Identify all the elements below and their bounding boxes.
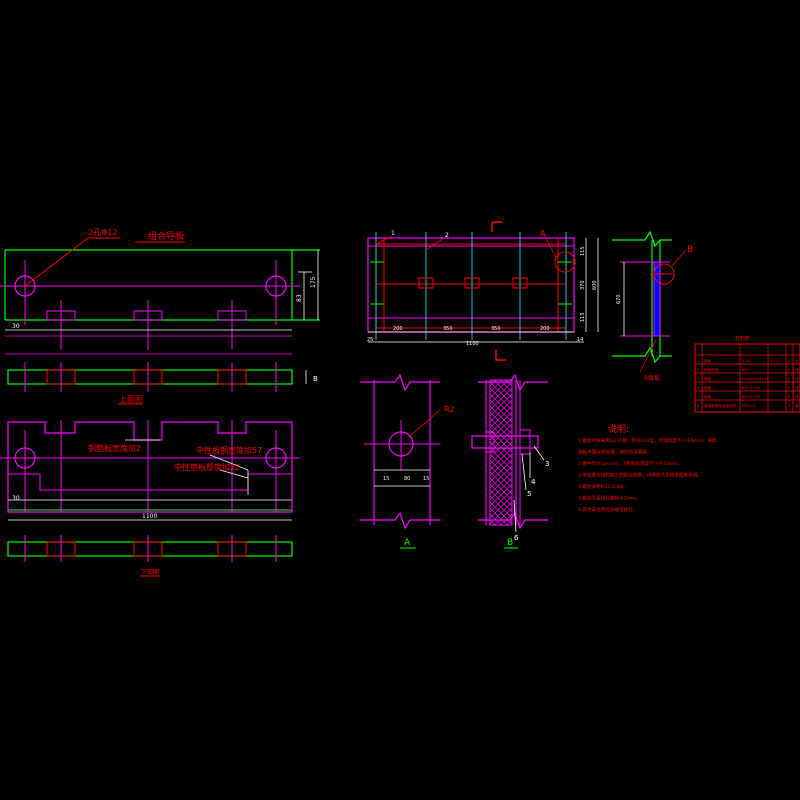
table-cell: 5: [697, 395, 699, 399]
table-cell: M20x70: [742, 404, 757, 408]
table-cell: 600 δ=10: [742, 395, 760, 399]
table-cell: 高强度螺栓连接组件: [704, 403, 737, 408]
callout-6: 6: [514, 534, 519, 542]
dim-right-small: 14: [577, 337, 583, 343]
dim-r1: 115: [580, 246, 586, 256]
left-bottom-plate-view: [0, 420, 300, 521]
table-cell: 3: [697, 377, 699, 381]
table-cell: 块: [795, 394, 799, 399]
callout-3: 3: [545, 460, 549, 468]
table-cell: 1200: [742, 359, 752, 363]
section-mark: B: [313, 375, 318, 383]
callout-1: 1: [391, 230, 395, 237]
table-cell: 钢板: [704, 376, 712, 381]
dim-a3: 15: [423, 476, 429, 482]
dim-total-bottom-view: 1100: [142, 513, 157, 520]
dim-b3: 350: [491, 326, 501, 332]
dim-left-bottom: 30: [12, 323, 20, 330]
note-2: 中性板钢宽度加57: [196, 445, 262, 455]
callout-2: 2: [445, 232, 449, 239]
top-section-strip: [7, 362, 307, 405]
label-b-plate: B级板: [644, 374, 660, 382]
detail-a-label: A: [404, 538, 411, 548]
table-cell: 钢板: [704, 385, 712, 390]
dim-r-total: 600: [592, 280, 598, 290]
dim-r3: 115: [580, 312, 586, 322]
callout-hole-text: 2孔Φ12: [88, 228, 118, 237]
note-line: 6.其余未注明处按规范执行。: [578, 506, 638, 513]
dim-right-view: 670: [616, 294, 622, 304]
dim-right-outer: 175: [310, 276, 317, 288]
callout-b: B: [687, 245, 693, 255]
callout-4: 4: [531, 478, 536, 486]
table-cell: 块: [795, 376, 799, 381]
dim-r2: 370: [580, 280, 586, 290]
note-line: 5.螺栓孔直径比螺栓大2mm。: [578, 495, 640, 502]
table-cell: 2000x50 δ=10: [742, 377, 769, 381]
table-cell: 6: [697, 404, 700, 408]
dim-left-bottom-view: 30: [12, 495, 20, 502]
bottom-view-label: 下面图: [141, 569, 159, 576]
table-cell: 钢板垫板: [704, 367, 719, 372]
bottom-section-strip: [7, 535, 293, 577]
note-line: 4.螺栓采用M12.8.8级。: [578, 483, 629, 490]
dim-b2: 350: [443, 326, 453, 332]
detail-a-view: [360, 373, 441, 549]
note-3: 中性垫板厚度加22: [174, 462, 240, 472]
table-cell: 块: [795, 358, 799, 363]
dim-a1: 15: [383, 476, 389, 482]
detail-b-label: B: [507, 538, 513, 548]
table-cell: δ=10: [770, 359, 780, 363]
table-cell: 4: [697, 386, 700, 390]
table-cell: 钢板: [704, 358, 712, 363]
note-1: 钢垫板宽度加2: [88, 443, 141, 453]
dim-left-small: 25: [367, 337, 373, 343]
note-line: 1.钢板材质采用Q235钢，焊条E43型，焊缝高度不小于6mm，满焊。: [578, 437, 721, 444]
dim-right-inner: 83: [296, 294, 303, 302]
dim-b4: 200: [540, 326, 550, 332]
note-line: 钢板表面除锈处理，刷防锈漆两遍。: [578, 449, 652, 456]
table-cell: 1: [788, 368, 790, 372]
dim-b1: 200: [393, 326, 403, 332]
detail-b-view: [471, 373, 548, 549]
table-title: 材料表: [735, 335, 750, 342]
notes-lines: 1.钢板材质采用Q235钢，焊条E43型，焊缝高度不小于6mm，满焊。 钢板表面…: [578, 437, 721, 513]
table-cell: 块: [795, 367, 799, 372]
view-title: 组合导板: [148, 230, 184, 242]
table-cell: 600: [742, 368, 750, 372]
table-cell: 块: [795, 385, 799, 390]
left-top-plate-view: [0, 237, 320, 355]
middle-elevation-view: [367, 221, 599, 361]
top-view-label: 上面图: [119, 395, 143, 404]
table-cell: 钢板: [704, 394, 712, 399]
note-line: 2.图中尺寸以mm计，T形钢板厚度不小于10mm。: [578, 460, 682, 467]
table-cell: 4: [788, 395, 791, 399]
table-cell: 1: [697, 359, 699, 363]
dim-total-mid: 1100: [466, 341, 479, 347]
notes-title: 说明:: [608, 423, 629, 435]
table-cell: 4: [788, 377, 791, 381]
dim-a2: 80: [404, 476, 410, 482]
table-cell: 1: [788, 359, 790, 363]
callout-5: 5: [527, 490, 531, 498]
table-cell: 套: [795, 403, 799, 408]
material-table: [694, 343, 800, 413]
table-cell: 4: [788, 404, 791, 408]
callout-r2: R2: [444, 405, 455, 414]
right-side-view: [612, 230, 687, 373]
callout-a: A: [540, 229, 546, 238]
note-line: 3.本图需与结构施工图配合使用，详细做法见相关图集说明。: [578, 472, 702, 479]
table-cell: 2: [697, 368, 699, 372]
table-cell: 4: [788, 386, 791, 390]
table-cell: 600 δ=10: [742, 386, 760, 390]
